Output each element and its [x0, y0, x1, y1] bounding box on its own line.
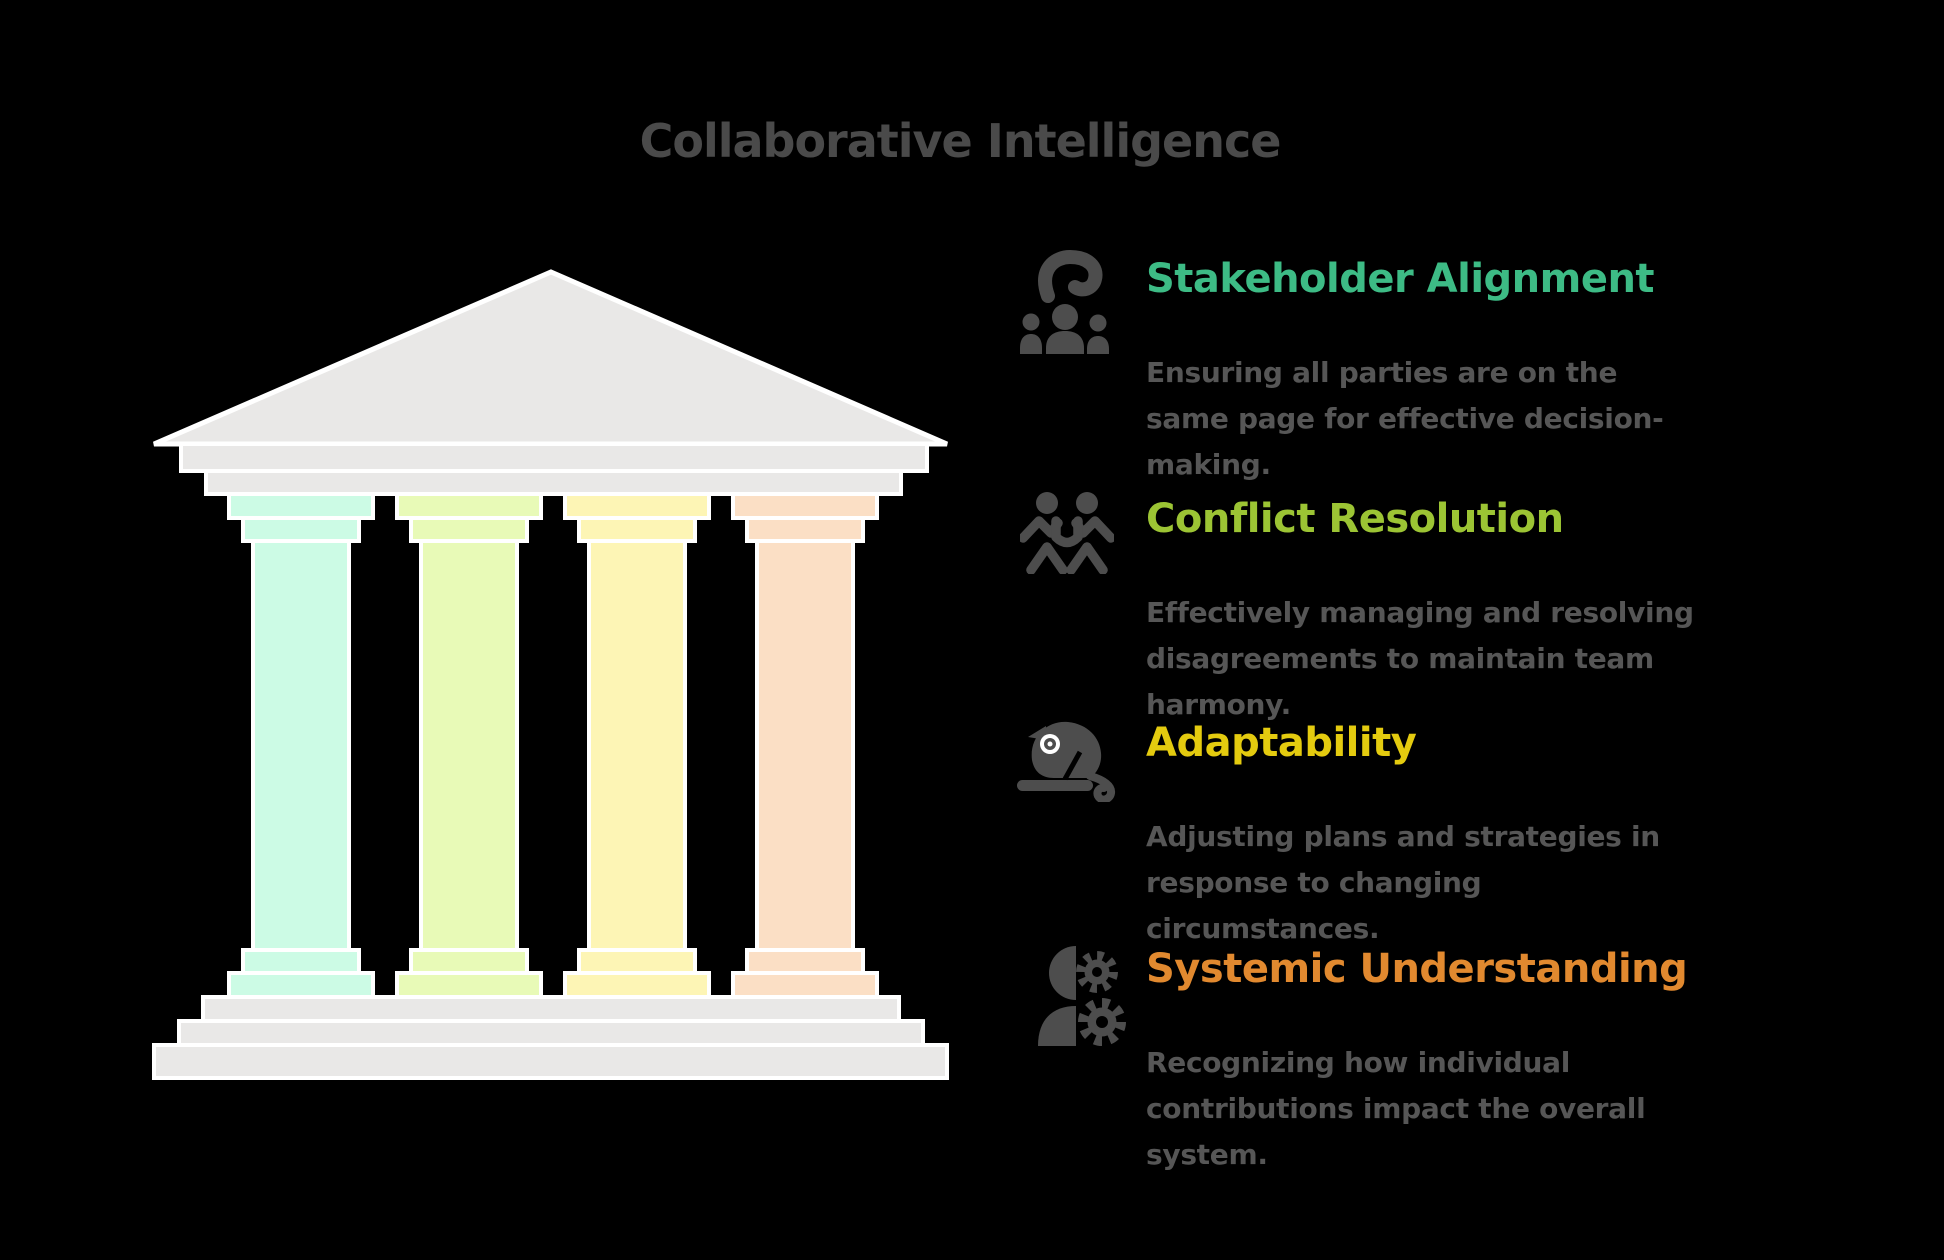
pillar-2: [395, 492, 543, 999]
pillar-3-shaft: [587, 539, 687, 952]
section-heading: Adaptability: [1146, 720, 1417, 766]
pillar-2-echinus: [409, 516, 529, 543]
pillar-3-base: [577, 948, 697, 975]
section-description: Recognizing how individual contributions…: [1146, 1046, 1646, 1171]
temple-step-middle: [177, 1019, 925, 1047]
pillar-1: [227, 492, 375, 999]
pillar-1-plinth: [227, 971, 375, 999]
section-heading: Systemic Understanding: [1146, 946, 1688, 992]
temple-step-top: [201, 995, 901, 1023]
pillar-4-echinus: [745, 516, 865, 543]
pillar-1-echinus: [241, 516, 361, 543]
question-over-people-icon: [1020, 250, 1109, 354]
section-adaptability: Adaptability Adjusting plans and strateg…: [1017, 712, 1740, 952]
section-description: Adjusting plans and strategies in respon…: [1146, 820, 1660, 945]
temple-frieze: [204, 469, 903, 496]
gear-bottom: [1078, 998, 1126, 1046]
section-conflict-resolution: Conflict Resolution Effectively managing…: [1020, 488, 1740, 728]
section-systemic-understanding: Systemic Understanding Recognizing how i…: [1020, 938, 1740, 1178]
temple-steps: [152, 995, 949, 1080]
section-description: Ensuring all parties are on the same pag…: [1146, 356, 1664, 481]
gear-top: [1076, 951, 1118, 993]
pillar-3: [563, 492, 711, 999]
temple-pediment: [153, 269, 948, 447]
pillar-4-abacus: [731, 492, 879, 520]
pillar-1-shaft: [251, 539, 351, 952]
pillar-2-abacus: [395, 492, 543, 520]
pillar-2-base: [409, 948, 529, 975]
pillar-3-plinth: [563, 971, 711, 999]
page-title: Collaborative Intelligence: [639, 114, 1282, 168]
pillar-4-plinth: [731, 971, 879, 999]
pillar-3-echinus: [577, 516, 697, 543]
pillar-4: [731, 492, 879, 999]
pillar-1-abacus: [227, 492, 375, 520]
section-description: Effectively managing and resolving disag…: [1146, 596, 1694, 721]
chameleon-icon: [1017, 721, 1116, 802]
two-people-linking-arms-icon: [1020, 492, 1114, 574]
pillar-1-base: [241, 948, 361, 975]
section-heading: Conflict Resolution: [1146, 496, 1564, 542]
pillar-4-base: [745, 948, 865, 975]
section-stakeholder-alignment: Stakeholder Alignment Ensuring all parti…: [1020, 248, 1740, 488]
temple-step-bottom: [152, 1043, 949, 1080]
pillar-3-abacus: [563, 492, 711, 520]
section-heading: Stakeholder Alignment: [1146, 256, 1655, 302]
pillar-4-shaft: [755, 539, 855, 952]
pillar-2-plinth: [395, 971, 543, 999]
person-with-gears-icon: [1038, 946, 1126, 1046]
pillar-2-shaft: [419, 539, 519, 952]
temple-architrave: [179, 442, 929, 473]
